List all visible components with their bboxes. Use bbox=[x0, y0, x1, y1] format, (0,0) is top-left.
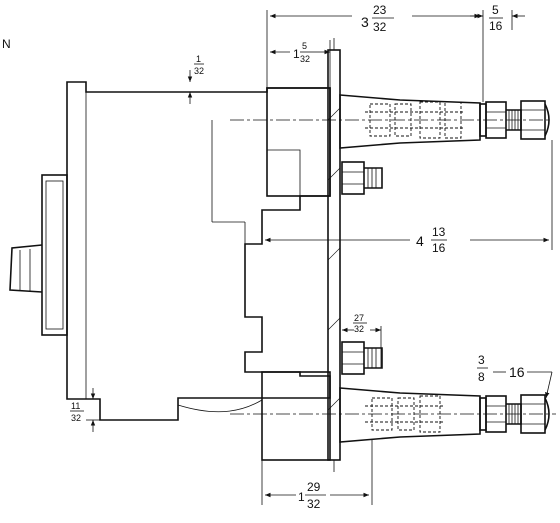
svg-text:27: 27 bbox=[354, 313, 364, 323]
svg-text:4: 4 bbox=[416, 233, 424, 249]
upper-inner-stud bbox=[341, 161, 383, 195]
svg-text:32: 32 bbox=[373, 20, 387, 34]
upper-stud bbox=[479, 100, 550, 140]
svg-text:3: 3 bbox=[361, 14, 369, 30]
dim-overall-length: 3 23 32 bbox=[270, 3, 480, 34]
svg-text:32: 32 bbox=[71, 413, 81, 423]
dim-stud-spacing: 27 32 bbox=[342, 313, 382, 368]
dim-bottom-width: 1 29 32 bbox=[261, 440, 373, 511]
dim-stud-reach: 4 13 16 bbox=[265, 140, 553, 255]
svg-text:5: 5 bbox=[302, 41, 307, 51]
svg-text:3: 3 bbox=[478, 353, 485, 367]
upper-terminal-block bbox=[266, 87, 331, 197]
switch-body bbox=[66, 81, 331, 421]
svg-text:32: 32 bbox=[307, 497, 321, 511]
lower-terminal-block bbox=[177, 371, 331, 461]
svg-text:16: 16 bbox=[509, 364, 525, 380]
svg-text:29: 29 bbox=[307, 480, 321, 494]
lower-stud bbox=[479, 394, 550, 434]
dim-base-gap: 11 32 bbox=[70, 388, 100, 432]
dim-flange-offset: 1 5 32 bbox=[270, 41, 330, 64]
toggle-lever bbox=[9, 244, 43, 293]
svg-text:1: 1 bbox=[298, 490, 305, 504]
svg-text:1: 1 bbox=[293, 47, 300, 61]
lower-insulator bbox=[230, 387, 556, 443]
svg-text:8: 8 bbox=[478, 370, 485, 384]
svg-text:1: 1 bbox=[196, 54, 201, 64]
dim-gap-top: 1 32 bbox=[187, 54, 204, 104]
svg-text:32: 32 bbox=[300, 54, 310, 64]
svg-text:23: 23 bbox=[373, 3, 387, 17]
page-letter: N bbox=[2, 37, 11, 51]
dim-nut-width: 5 16 bbox=[470, 3, 525, 33]
front-bezel bbox=[41, 174, 68, 336]
svg-text:32: 32 bbox=[194, 66, 204, 76]
upper-insulator bbox=[230, 94, 552, 149]
svg-text:16: 16 bbox=[432, 241, 446, 255]
svg-text:13: 13 bbox=[432, 225, 446, 239]
lower-inner-stud bbox=[341, 341, 383, 375]
svg-text:11: 11 bbox=[71, 401, 80, 411]
svg-text:5: 5 bbox=[492, 3, 499, 17]
dim-thread-spec: 3 8 16 bbox=[477, 353, 553, 399]
svg-text:32: 32 bbox=[354, 324, 364, 334]
svg-text:16: 16 bbox=[489, 19, 503, 33]
